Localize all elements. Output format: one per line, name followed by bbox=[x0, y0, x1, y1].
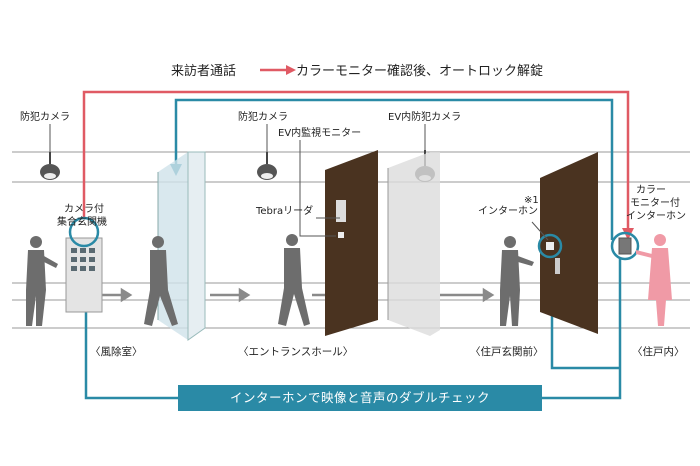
zone-unit-inside: 〈住戸内〉 bbox=[632, 346, 685, 358]
label-intercom: インターホン bbox=[478, 206, 538, 217]
visitor-figure-1 bbox=[26, 236, 58, 326]
header-arrow-icon bbox=[260, 65, 296, 75]
label-monitor-line1: カラー bbox=[636, 185, 666, 196]
label-panel-line1: カメラ付 bbox=[64, 204, 104, 215]
resident-figure bbox=[636, 234, 672, 326]
zone-entrance-hall: 〈エントランスホール〉 bbox=[238, 346, 354, 358]
header-right-text: カラーモニター確認後、オートロック解錠 bbox=[296, 64, 544, 79]
call-line-red bbox=[82, 90, 630, 235]
visitor-figure-3 bbox=[278, 234, 310, 326]
label-monitor-line3: インターホン bbox=[626, 211, 686, 222]
label-monitor-line2: モニター付 bbox=[630, 198, 680, 209]
zone-windbreak: 〈風除室〉 bbox=[90, 346, 143, 358]
label-ev-monitor: EV内監視モニター bbox=[278, 128, 362, 139]
zone-unit-front: 〈住戸玄関前〉 bbox=[470, 346, 544, 358]
unit-door bbox=[537, 152, 598, 334]
walk-arrows bbox=[100, 287, 495, 303]
glass-door-2 bbox=[387, 152, 440, 336]
label-note: ※1 bbox=[524, 195, 539, 206]
label-ev-camera: EV内防犯カメラ bbox=[388, 112, 462, 123]
label-tebra: Tebraリーダ bbox=[256, 206, 314, 217]
header-left-text: 来訪者通話 bbox=[171, 64, 237, 79]
color-monitor-icon bbox=[610, 231, 640, 261]
entrance-panel bbox=[65, 216, 103, 313]
label-panel-line2: 集合玄関機 bbox=[57, 217, 107, 228]
elevator bbox=[325, 150, 378, 336]
glass-door-1 bbox=[157, 151, 206, 341]
label-camera-2: 防犯カメラ bbox=[238, 112, 288, 123]
visitor-figure-4 bbox=[500, 236, 534, 326]
double-check-banner: インターホンで映像と音声のダブルチェック bbox=[178, 385, 542, 411]
security-camera-icon-1 bbox=[40, 152, 60, 180]
label-camera-1: 防犯カメラ bbox=[20, 112, 70, 123]
visitor-figure-2 bbox=[144, 236, 178, 326]
security-camera-icon-2 bbox=[257, 152, 277, 180]
